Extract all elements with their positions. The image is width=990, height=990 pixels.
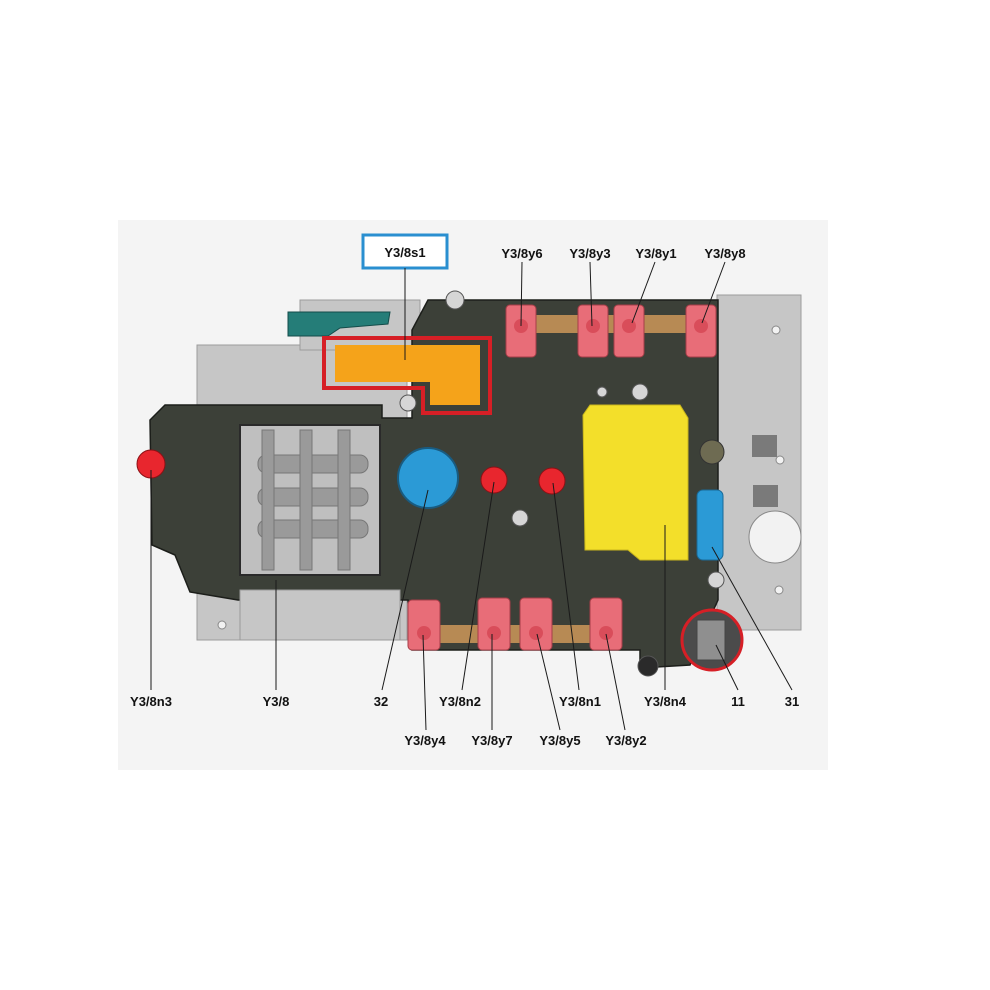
- grommet: [637, 655, 659, 677]
- orange-sensor-part: [335, 345, 480, 405]
- label-y3-8y2: Y3/8y2: [605, 733, 646, 748]
- blue-sensor-31: [696, 489, 724, 561]
- frame-holes: [204, 325, 802, 630]
- label-y3-8y5: Y3/8y5: [539, 733, 580, 748]
- red-sensor-n1: [538, 467, 566, 495]
- label-y3-8: Y3/8: [263, 694, 290, 709]
- yellow-control-module: [582, 404, 689, 561]
- frame-slot: [753, 485, 778, 507]
- blue-speed-sensor-32: [397, 447, 459, 509]
- label-11: 11: [731, 694, 745, 709]
- lower-frame-strip: [239, 589, 401, 641]
- bottom-solenoids: [407, 597, 623, 651]
- bolt-heads: [399, 290, 725, 589]
- label-y3-8y3: Y3/8y3: [569, 246, 610, 261]
- label-32: 32: [374, 694, 388, 709]
- label-31: 31: [785, 694, 799, 709]
- leader-lines: [150, 261, 793, 731]
- highlight-label-box: [361, 233, 449, 270]
- teal-connector-tab: [287, 311, 391, 337]
- label-y3-8y7: Y3/8y7: [471, 733, 512, 748]
- label-y3-8y6: Y3/8y6: [501, 246, 542, 261]
- label-y3-8y4: Y3/8y4: [404, 733, 446, 748]
- grommet: [699, 439, 725, 465]
- bottom-solenoid-busbar: [415, 625, 620, 643]
- label-y3-8y8: Y3/8y8: [704, 246, 745, 261]
- red-sensor-n2: [480, 466, 508, 494]
- bottom-solenoid-caps: [417, 626, 613, 640]
- label-y3-8n1: Y3/8n1: [559, 694, 601, 709]
- label-y3-8n4: Y3/8n4: [644, 694, 687, 709]
- red-highlight-outline: [322, 336, 492, 415]
- valve-spools: [257, 429, 369, 571]
- label-y3-8s1: Y3/8s1: [384, 245, 425, 260]
- label-y3-8y1: Y3/8y1: [635, 246, 676, 261]
- label-y3-8n2: Y3/8n2: [439, 694, 481, 709]
- label-y3-8n3: Y3/8n3: [130, 694, 172, 709]
- frame-slot: [752, 435, 777, 457]
